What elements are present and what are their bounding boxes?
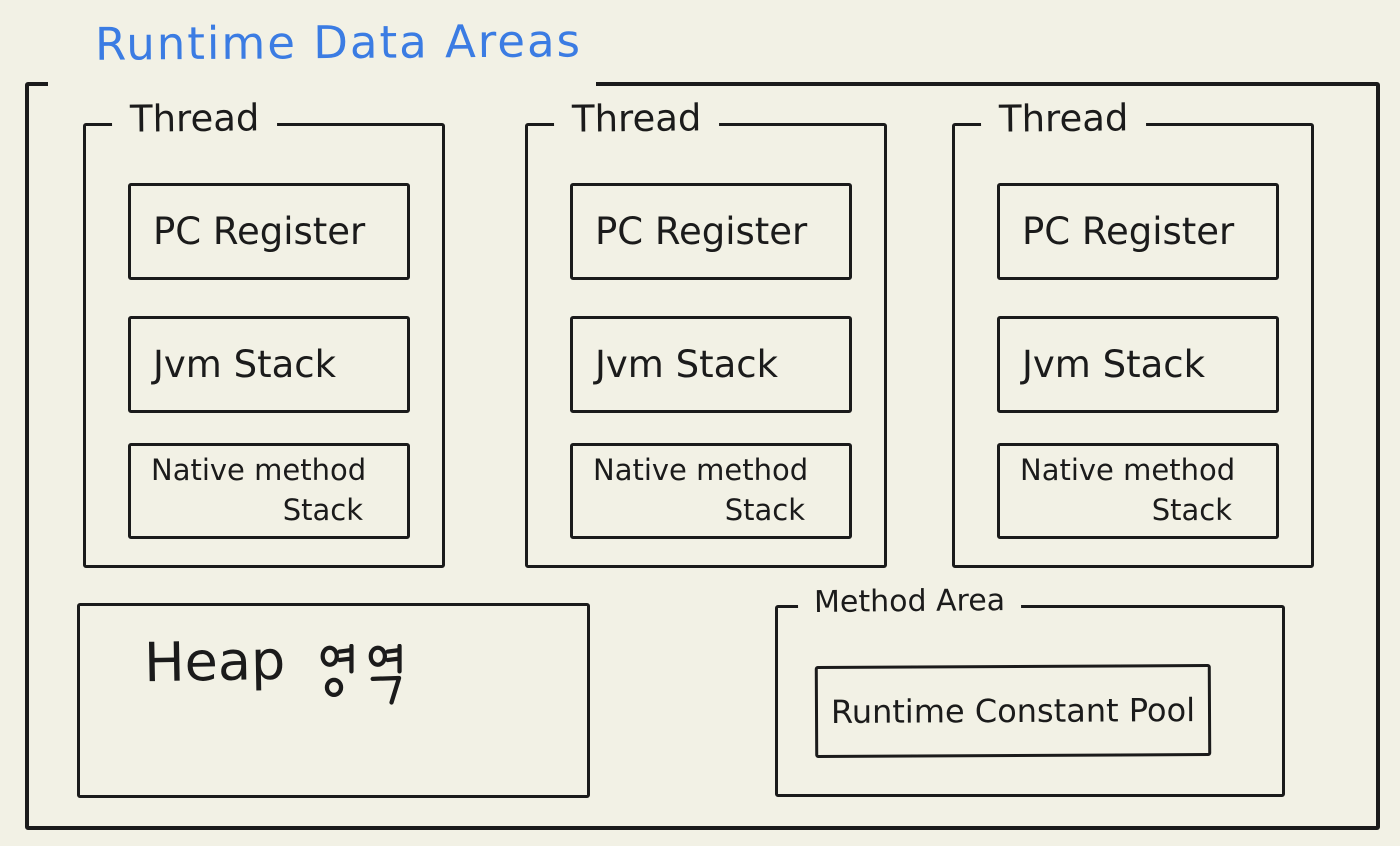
method-area-box: Method Area Runtime Constant Pool (775, 583, 1285, 797)
thread-label-3: Thread (980, 96, 1147, 141)
jvm-stack-box-1: Jvm Stack (128, 316, 410, 413)
thread-box-3: Thread PC Register Jvm Stack Native meth… (952, 96, 1314, 568)
native-method-stack-box-1: Native method Stack (128, 443, 410, 539)
native-method-stack-line1: Native method (151, 453, 367, 487)
native-method-stack-line2: Stack (282, 493, 363, 527)
outer-top-border-gap (48, 75, 596, 89)
heap-label-row: Heap (143, 628, 415, 710)
method-area-label: Method Area (797, 583, 1022, 620)
runtime-constant-pool-box: Runtime Constant Pool (814, 663, 1212, 759)
pc-register-box-3: PC Register (997, 183, 1279, 280)
native-method-stack-line2: Stack (724, 493, 805, 527)
thread-box-2: Thread PC Register Jvm Stack Native meth… (525, 96, 887, 568)
diagram-title: Runtime Data Areas (94, 14, 583, 71)
jvm-stack-box-2: Jvm Stack (570, 316, 852, 413)
thread-label-1: Thread (111, 96, 278, 141)
pc-register-box-2: PC Register (570, 183, 852, 280)
heap-korean-annotation (320, 644, 402, 705)
runtime-data-areas-container: Thread PC Register Jvm Stack Native meth… (25, 75, 1380, 830)
native-method-stack-box-2: Native method Stack (570, 443, 852, 539)
heap-box: Heap (77, 603, 590, 798)
native-method-stack-line2: Stack (1151, 493, 1232, 527)
native-method-stack-box-3: Native method Stack (997, 443, 1279, 539)
heap-label: Heap (143, 628, 286, 695)
jvm-stack-box-3: Jvm Stack (997, 316, 1279, 413)
thread-box-1: Thread PC Register Jvm Stack Native meth… (83, 96, 445, 568)
native-method-stack-line1: Native method (593, 453, 809, 487)
pc-register-box-1: PC Register (128, 183, 410, 280)
thread-label-2: Thread (553, 96, 720, 141)
native-method-stack-line1: Native method (1020, 453, 1236, 487)
